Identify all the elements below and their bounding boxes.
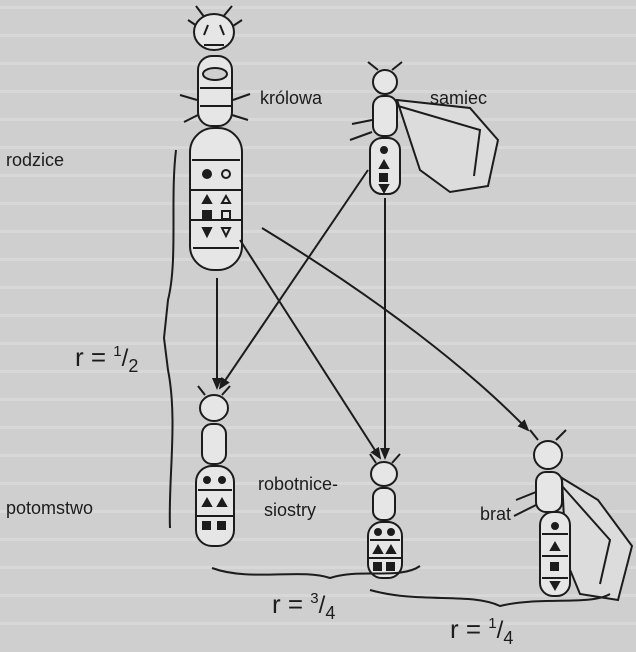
parents-label: rodzice <box>6 150 64 170</box>
relatedness-numerator: 1 <box>488 615 496 632</box>
brother-ant-icon <box>514 430 632 600</box>
male-label: samiec <box>430 88 487 108</box>
relatedness-numerator: 3 <box>310 590 318 607</box>
arrow-queen-to-brother <box>262 228 528 430</box>
relatedness-numerator: 1 <box>113 343 121 360</box>
relatedness-brother: r = 1/4 <box>450 610 513 652</box>
offspring-label: potomstwo <box>6 498 93 518</box>
relatedness-sisters: r = 3/4 <box>272 585 335 627</box>
brace-parent-offspring <box>164 150 176 528</box>
relatedness-denominator: 4 <box>503 628 513 648</box>
workers-label-line2: siostry <box>264 500 316 520</box>
relatedness-parent-offspring: r = 1/2 <box>75 338 138 380</box>
male-ant-icon <box>350 62 498 194</box>
brother-label: brat <box>480 504 511 524</box>
relatedness-denominator: 4 <box>325 603 335 623</box>
queen-label: królowa <box>260 88 322 108</box>
relatedness-prefix: r = <box>75 342 113 372</box>
worker-ant-icon <box>196 386 234 546</box>
relatedness-prefix: r = <box>272 589 310 619</box>
queen-ant-icon <box>180 6 250 270</box>
worker-ant-icon <box>368 454 402 578</box>
workers-label-line1: robotnice- <box>258 474 338 494</box>
relatedness-prefix: r = <box>450 614 488 644</box>
arrow-queen-to-worker <box>240 240 380 458</box>
brace-brother <box>370 590 610 606</box>
transmission-arrows <box>217 170 528 458</box>
relatedness-denominator: 2 <box>128 356 138 376</box>
